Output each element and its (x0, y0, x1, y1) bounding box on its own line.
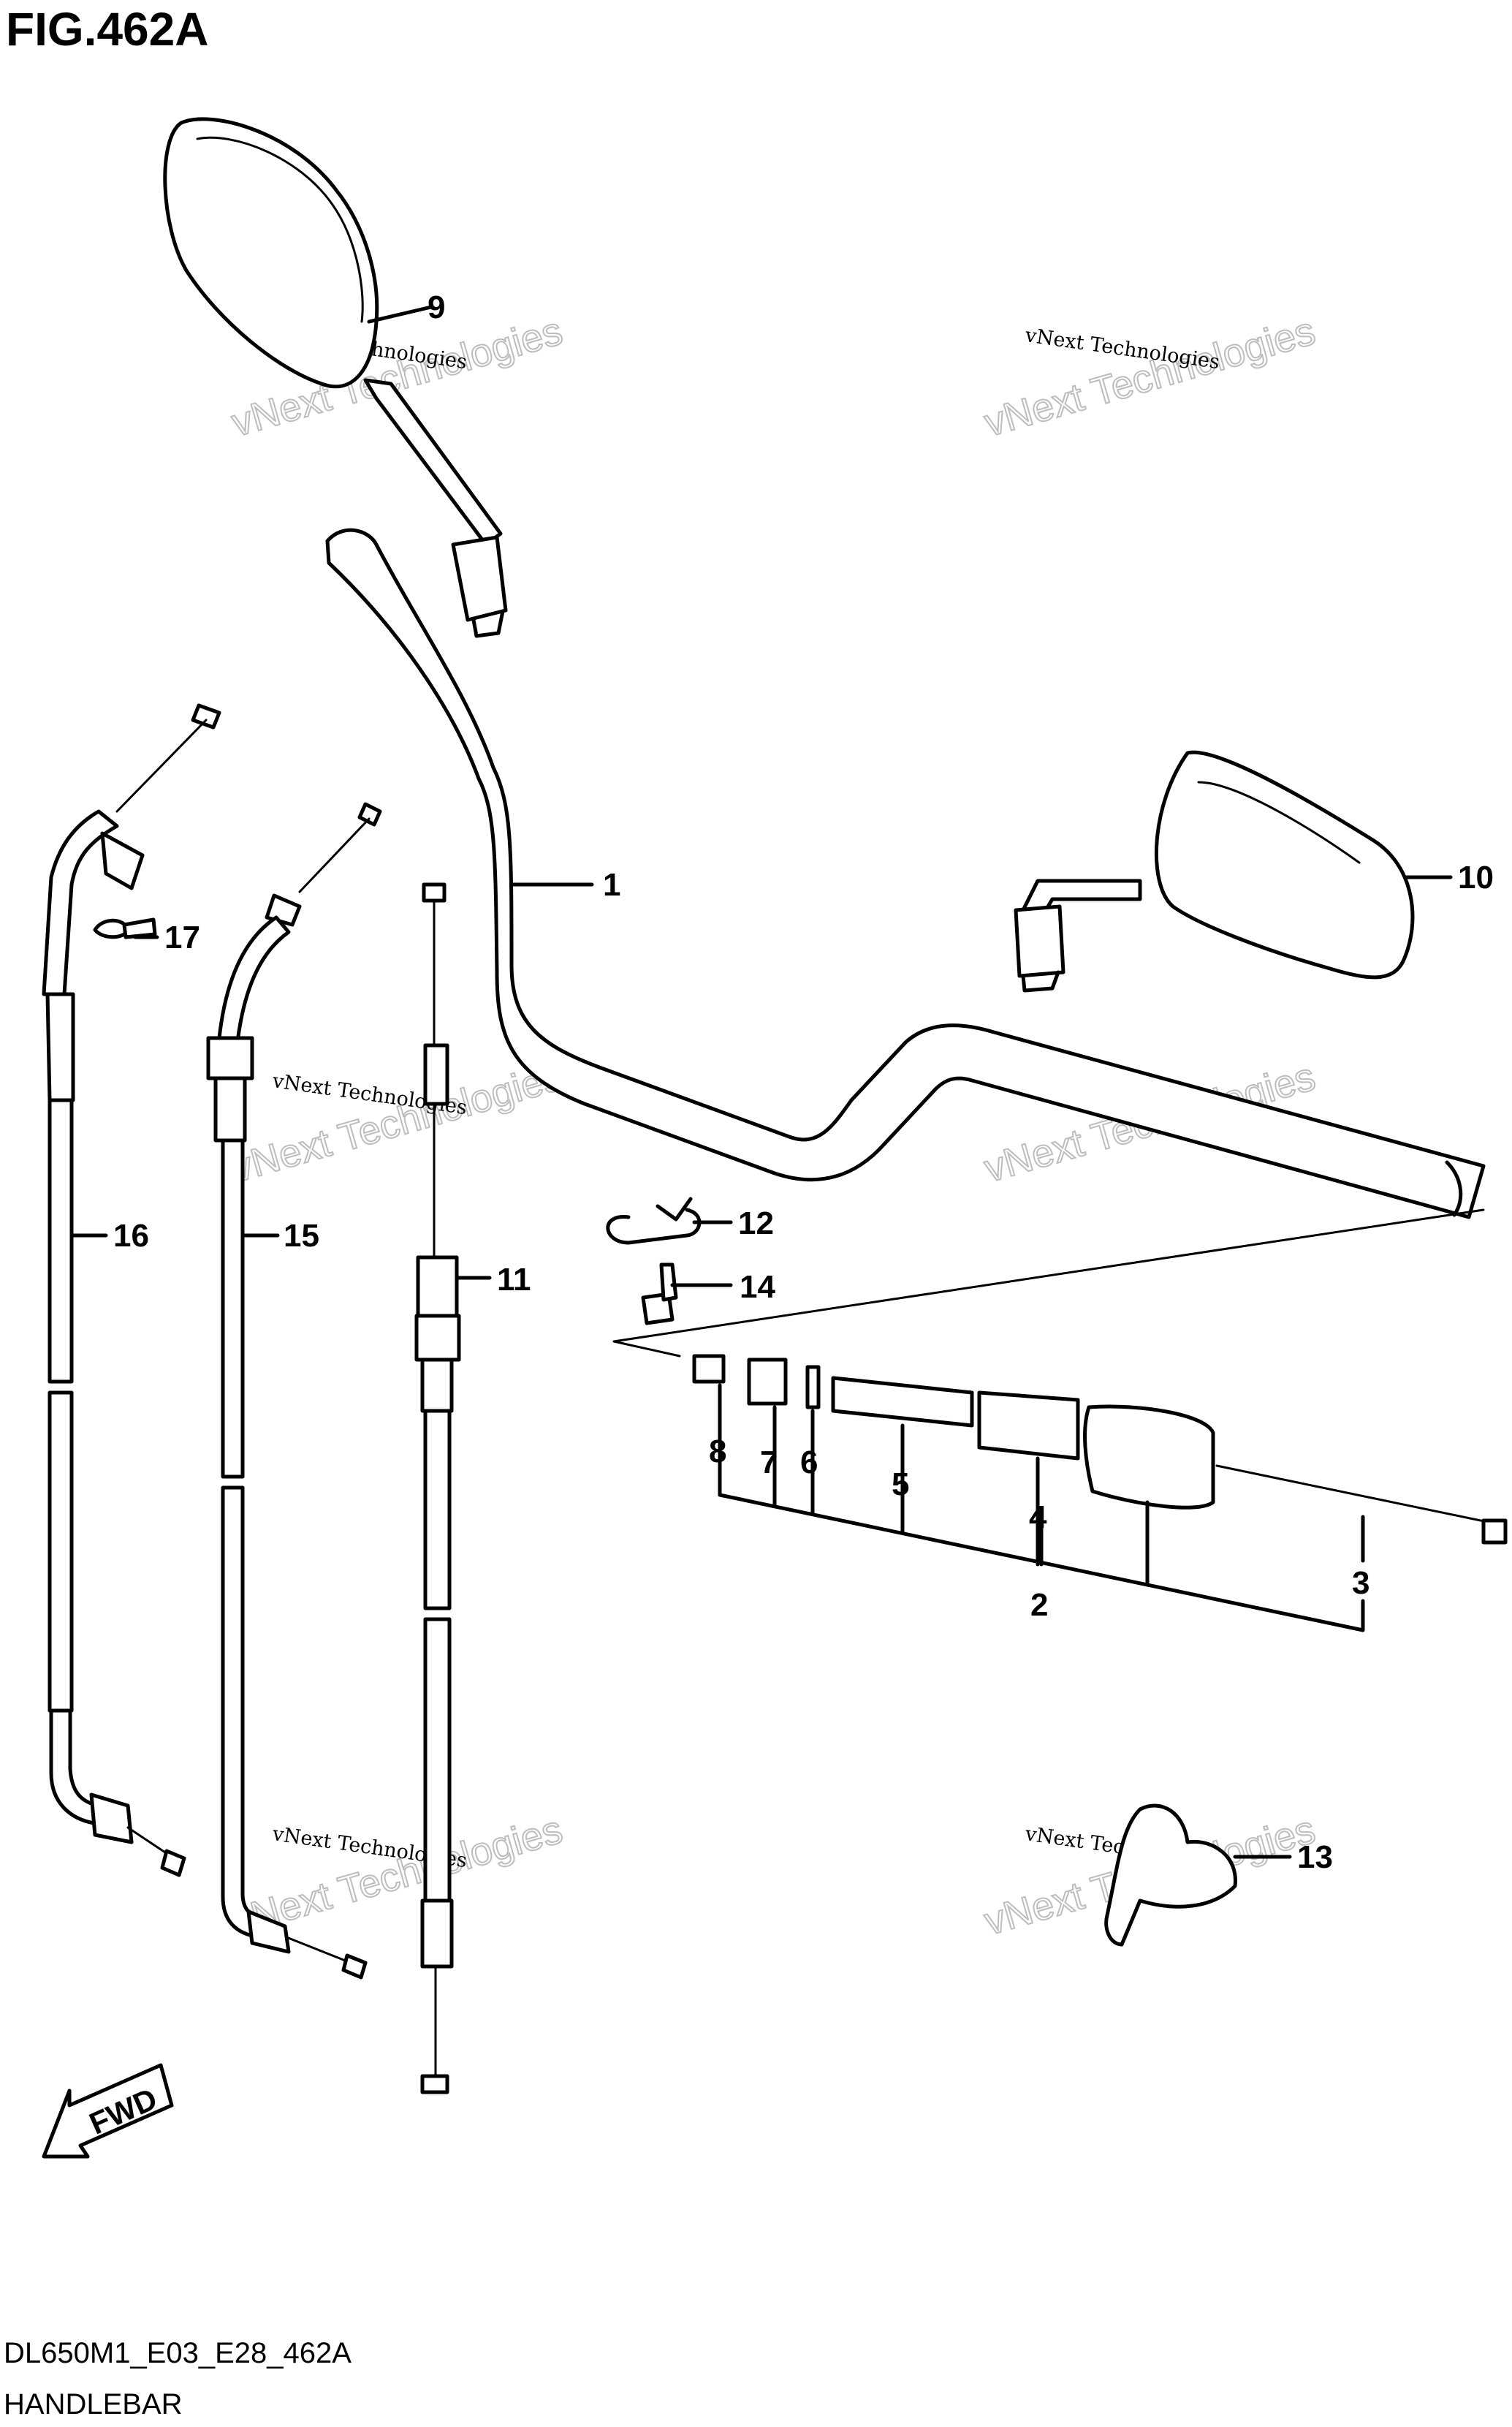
callout-14: 14 (670, 1269, 775, 1305)
callout-7: 7 (760, 1445, 778, 1480)
handlebar (325, 528, 1486, 1219)
svg-text:10: 10 (1458, 860, 1494, 896)
bar-end-assembly (612, 1208, 1508, 1545)
watermark-3: vNext Technologies vNext Technologies (226, 1053, 568, 1191)
svg-text:15: 15 (284, 1218, 319, 1254)
svg-text:3: 3 (1352, 1565, 1369, 1601)
svg-text:12: 12 (738, 1205, 774, 1241)
fwd-arrow: FWD (42, 2063, 174, 2159)
bracket-13 (1104, 1803, 1237, 1947)
callout-12: 12 (692, 1205, 774, 1241)
svg-text:5: 5 (892, 1466, 909, 1502)
svg-text:13: 13 (1297, 1839, 1333, 1875)
callout-6: 6 (800, 1445, 818, 1480)
callout-5: 5 (892, 1466, 909, 1502)
svg-text:7: 7 (760, 1445, 778, 1480)
svg-text:17: 17 (164, 920, 200, 955)
cable-15 (206, 802, 382, 1980)
figure-title: FIG.462A (6, 3, 208, 56)
svg-text:16: 16 (113, 1218, 149, 1254)
figure-name: HANDLEBAR (4, 2388, 183, 2420)
callout-4: 4 (1029, 1499, 1047, 1535)
cable-11 (414, 882, 461, 2094)
callout-1: 1 (509, 867, 620, 903)
svg-text:6: 6 (800, 1445, 818, 1480)
mirror-left (163, 117, 508, 638)
svg-text:9: 9 (428, 289, 445, 325)
callout-8: 8 (709, 1434, 726, 1469)
figure-code: DL650M1_E03_E28_462A (4, 2337, 352, 2369)
callout-11: 11 (455, 1262, 531, 1298)
clip-12 (606, 1197, 702, 1245)
callout-10: 10 (1405, 860, 1494, 896)
cable-16 (42, 703, 221, 1877)
svg-text:1: 1 (603, 867, 620, 903)
callout-15: 15 (243, 1218, 319, 1254)
callout-2: 2 (1030, 1587, 1048, 1623)
callout-16: 16 (71, 1218, 149, 1254)
callout-17: 17 (133, 920, 200, 955)
callout-3: 3 (1352, 1565, 1369, 1601)
callout-9: 9 (367, 289, 445, 325)
bar-end-leaders (718, 1383, 1365, 1632)
screw-17 (93, 917, 157, 939)
svg-text:8: 8 (709, 1434, 726, 1469)
mirror-right (1014, 750, 1415, 993)
bolt-14 (641, 1262, 678, 1325)
svg-text:2: 2 (1030, 1587, 1048, 1623)
svg-text:4: 4 (1029, 1499, 1047, 1535)
watermark-2: vNext Technologies vNext Technologies (979, 308, 1321, 445)
svg-text:14: 14 (740, 1269, 775, 1305)
callout-13: 13 (1233, 1839, 1333, 1875)
svg-text:11: 11 (497, 1262, 531, 1298)
